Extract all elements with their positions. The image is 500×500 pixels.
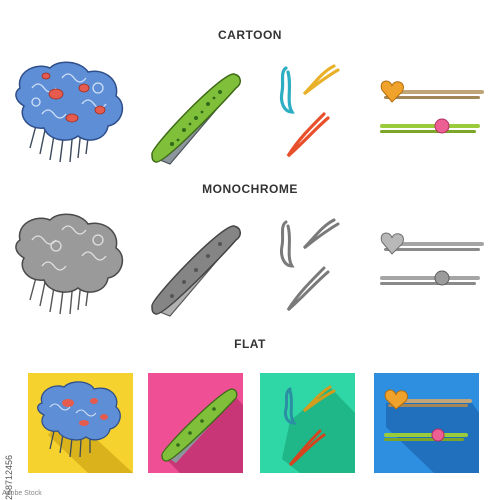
- decorative-comb-icon-monochrome: [15, 213, 124, 315]
- flat-tile-comb: [28, 373, 133, 473]
- flat-tile-barrettes: [374, 373, 479, 473]
- section-label-monochrome: MONOCHROME: [202, 182, 298, 196]
- stock-logo: Adobe Stock: [2, 490, 42, 497]
- section-label-cartoon: CARTOON: [218, 28, 282, 42]
- barrettes-icon: [380, 80, 484, 134]
- section-label-flat: FLAT: [234, 337, 266, 351]
- hair-clip-icon: [151, 73, 241, 165]
- flat-tile-bobby-pins: [260, 373, 355, 473]
- hair-clip-icon-monochrome: [151, 225, 241, 317]
- flat-tile-hair-clip: [148, 373, 243, 473]
- bobby-pins-icon: [279, 64, 340, 158]
- bobby-pins-icon-monochrome: [280, 218, 340, 312]
- decorative-comb-icon: [15, 61, 124, 163]
- barrettes-icon-monochrome: [380, 232, 484, 286]
